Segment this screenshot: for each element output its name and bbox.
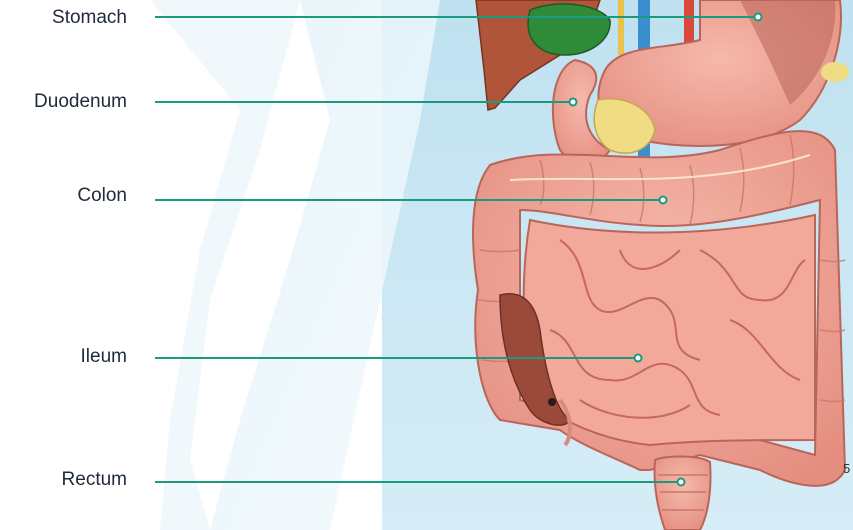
leader-dot-ileum: [635, 355, 642, 362]
rectum-shape: [655, 456, 711, 530]
label-rectum: Rectum: [62, 469, 127, 491]
label-ileum: Ileum: [81, 346, 127, 368]
leader-dot-rectum: [678, 479, 685, 486]
leader-dot-duodenum: [570, 99, 577, 106]
leader-dot-stomach: [755, 14, 762, 21]
label-colon: Colon: [77, 185, 127, 207]
label-stomach: Stomach: [52, 7, 127, 29]
label-duodenum: Duodenum: [34, 91, 127, 113]
leader-dot-colon: [660, 197, 667, 204]
page-number: 5: [843, 461, 850, 476]
